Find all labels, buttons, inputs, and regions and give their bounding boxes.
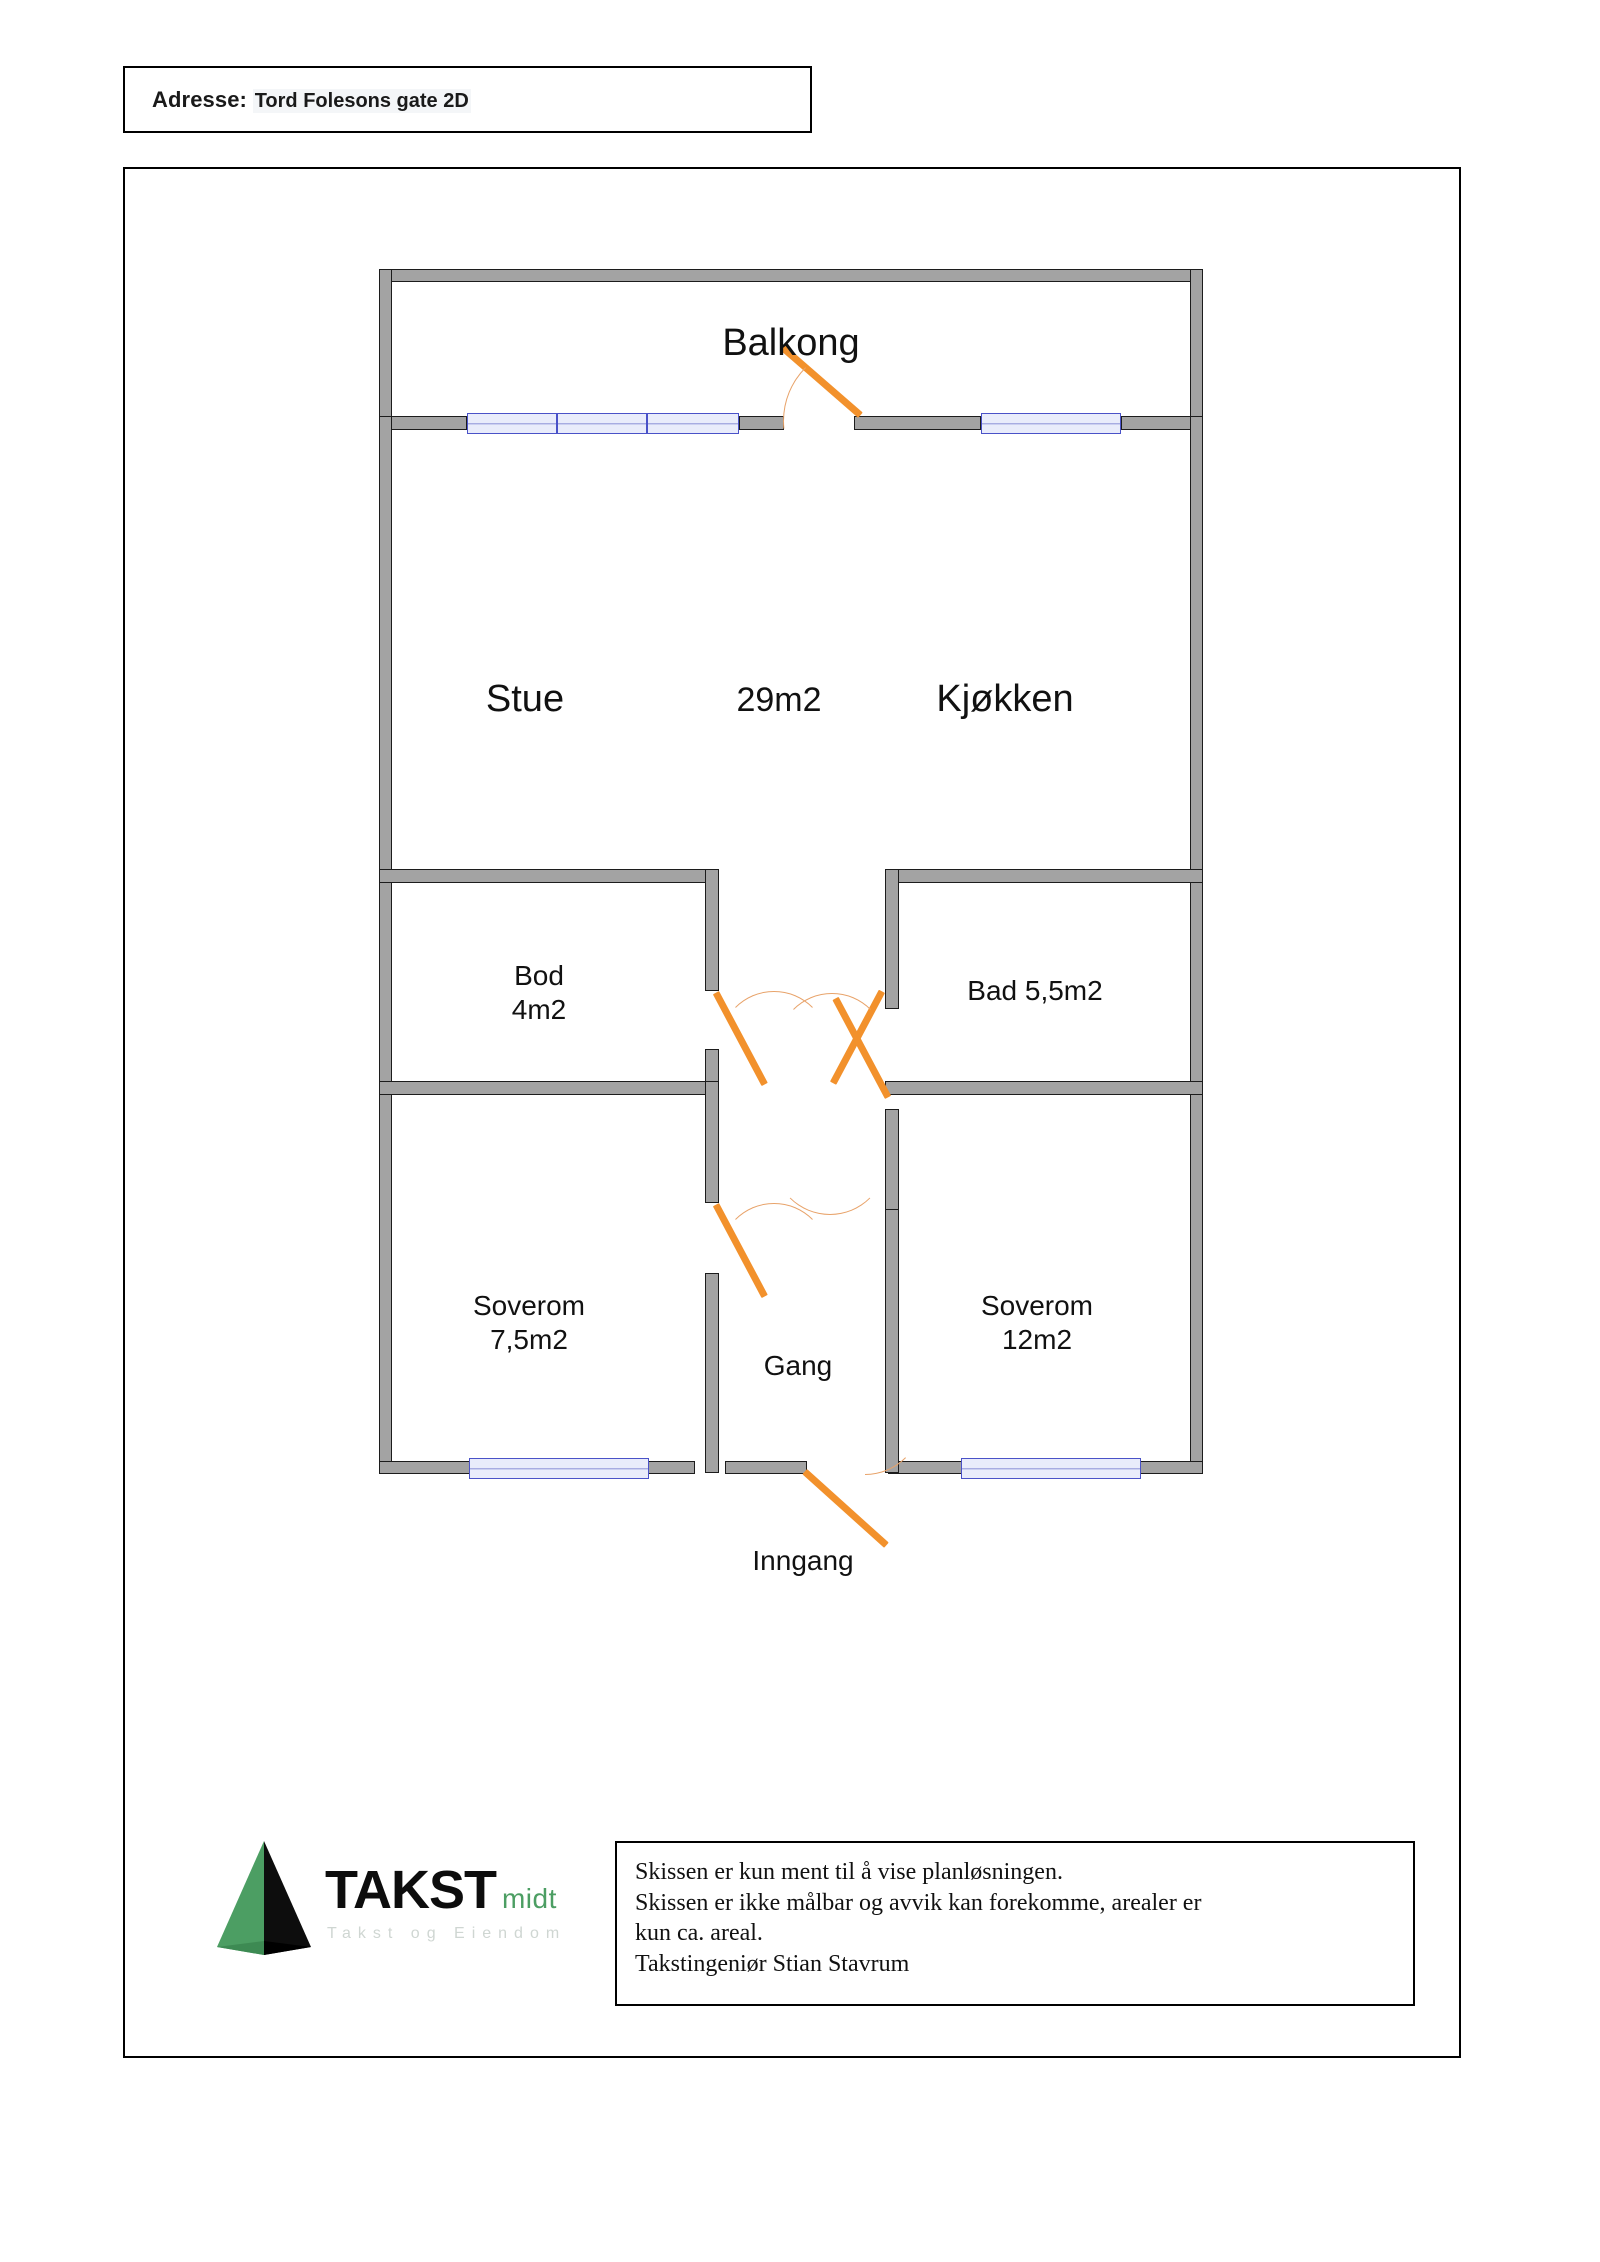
window-rail	[468, 422, 738, 425]
room-label-soverom-small: Soverom 7,5m2	[472, 1290, 586, 1356]
room-label-stue-area: 29m2	[736, 681, 822, 719]
door-inngang	[802, 1469, 889, 1548]
room-label-inngang: Inngang	[752, 1545, 854, 1576]
wall-gang-left-lower	[705, 1273, 719, 1473]
wall-outer-left	[379, 416, 392, 1474]
address-line: Adresse: Tord Folesons gate 2D	[152, 87, 471, 113]
window-soverom-large	[961, 1458, 1141, 1479]
door-bad-arc	[777, 993, 887, 1054]
wall-bod-right-upper	[705, 869, 719, 991]
wall-gang-right	[885, 1209, 899, 1473]
wall-balcony-top	[379, 269, 1203, 282]
wall-balcony-right	[1190, 269, 1203, 429]
window-stue-left	[467, 413, 739, 434]
window-mullion	[646, 414, 648, 433]
room-label-balkong: Balkong	[722, 322, 860, 364]
pyramid-logo-icon	[217, 1841, 311, 1955]
door-soverom-small-arc	[719, 1203, 829, 1264]
address-value: Tord Folesons gate 2D	[252, 88, 471, 113]
window-kjokken	[981, 413, 1121, 434]
address-separator: :	[239, 86, 247, 112]
room-label-stue: Stue	[485, 678, 565, 720]
wall-bad-left-lower	[885, 1109, 899, 1219]
room-label-bod: Bod 4m2	[511, 960, 567, 1026]
window-rail	[470, 1467, 648, 1470]
wall-bod-bottom	[379, 1081, 719, 1095]
wall-bad-left-upper	[885, 869, 899, 1009]
window-rail	[962, 1467, 1140, 1470]
wall-gang-left-upper	[705, 1081, 719, 1203]
address-box: Adresse: Tord Folesons gate 2D	[123, 66, 812, 133]
room-label-bad: Bad 5,5m2	[967, 975, 1103, 1006]
logo-sub: midt	[501, 1883, 557, 1914]
disclaimer-box: Skissen er kun ment til å vise planløsni…	[615, 1841, 1415, 2006]
door-bod-arc	[719, 991, 829, 1052]
door-soverom-large-arc	[773, 1152, 887, 1215]
window-soverom-small	[469, 1458, 649, 1479]
wall-facade-left	[379, 416, 467, 430]
wall-outer-right	[1190, 416, 1203, 1474]
wall-outer-bottom-mid	[725, 1461, 807, 1474]
wall-bod-top	[379, 869, 719, 883]
logo-brand: TAKST	[325, 1860, 497, 1920]
disclaimer-line-4: Takstingeniør Stian Stavrum	[635, 1951, 910, 1978]
wall-facade-left2	[739, 416, 784, 430]
window-mullion	[556, 414, 558, 433]
floorplan-canvas: Balkong Stue 29m2 Kjøkken Bod 4m2 Bad 5,…	[125, 169, 1463, 2060]
window-rail	[982, 422, 1120, 425]
wall-bad-top	[885, 869, 1203, 883]
room-label-soverom-large: Soverom 12m2	[980, 1290, 1094, 1356]
wall-bad-bottom	[885, 1081, 1203, 1095]
room-label-gang: Gang	[763, 1350, 833, 1381]
address-label: Adresse	[152, 86, 240, 112]
disclaimer-line-1: Skissen er kun ment til å vise planløsni…	[635, 1859, 1063, 1885]
logo-tagline: Takst og Eiendom	[327, 1925, 567, 1942]
room-label-kjokken: Kjøkken	[936, 678, 1074, 720]
disclaimer-line-3: kun ca. areal.	[635, 1920, 763, 1947]
wall-balcony-left	[379, 269, 392, 429]
disclaimer-line-2: Skissen er ikke målbar og avvik kan fore…	[635, 1889, 1202, 1916]
wall-facade-mid	[854, 416, 981, 430]
floorplan-frame: Balkong Stue 29m2 Kjøkken Bod 4m2 Bad 5,…	[123, 167, 1461, 2058]
